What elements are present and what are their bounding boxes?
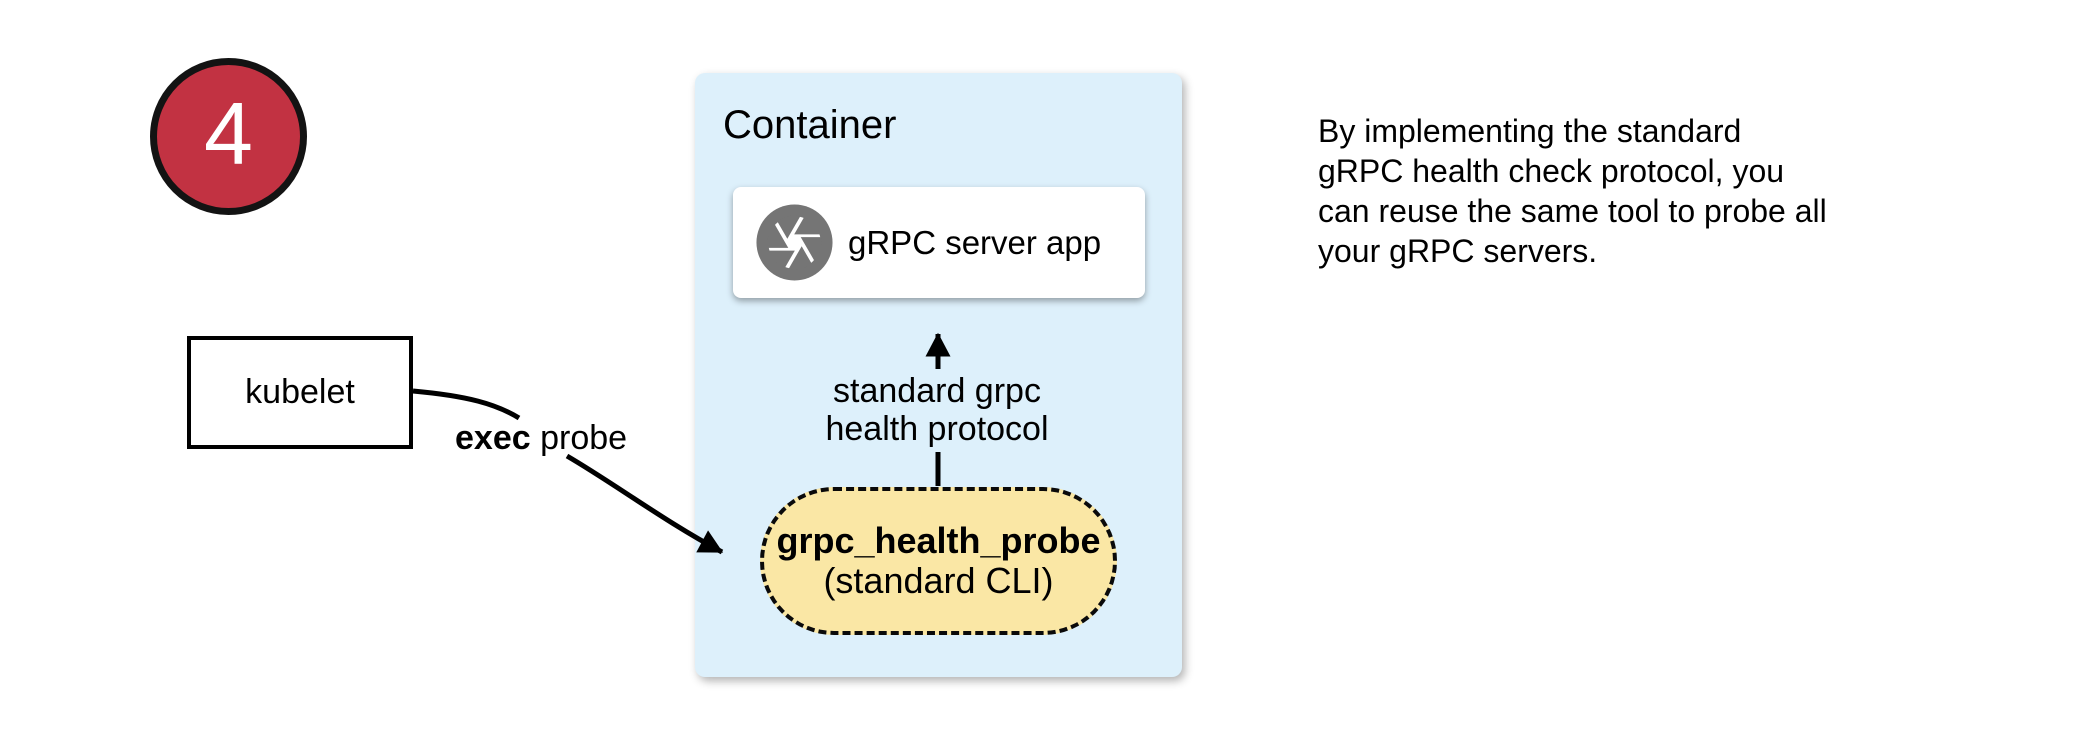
grpc-health-probe-subtitle: (standard CLI) [823, 560, 1054, 601]
grpc-server-app-label: gRPC server app [848, 223, 1102, 261]
step-number: 4 [204, 83, 253, 183]
note-paragraph: By implementing the standard gRPC health… [1318, 113, 1827, 269]
kubelet-label: kubelet [245, 373, 355, 411]
exec-probe-label-regular: probe [530, 419, 628, 457]
grpc-health-probe-name: grpc_health_probe [776, 520, 1101, 561]
step-number-badge: 4 [150, 58, 307, 215]
exec-probe-arrow-start [412, 388, 521, 421]
grpc-server-app-box: gRPC server app [733, 187, 1145, 298]
exec-probe-label: exec probe [455, 419, 627, 458]
kubelet-box: kubelet [187, 336, 413, 449]
health-protocol-label: standard grpc health protocol [825, 372, 1049, 448]
container-title: Container [723, 103, 897, 147]
grpc-health-probe-pill: grpc_health_probe (standard CLI) [760, 487, 1117, 635]
aperture-icon [756, 204, 833, 281]
exec-probe-label-bold: exec [455, 419, 531, 457]
